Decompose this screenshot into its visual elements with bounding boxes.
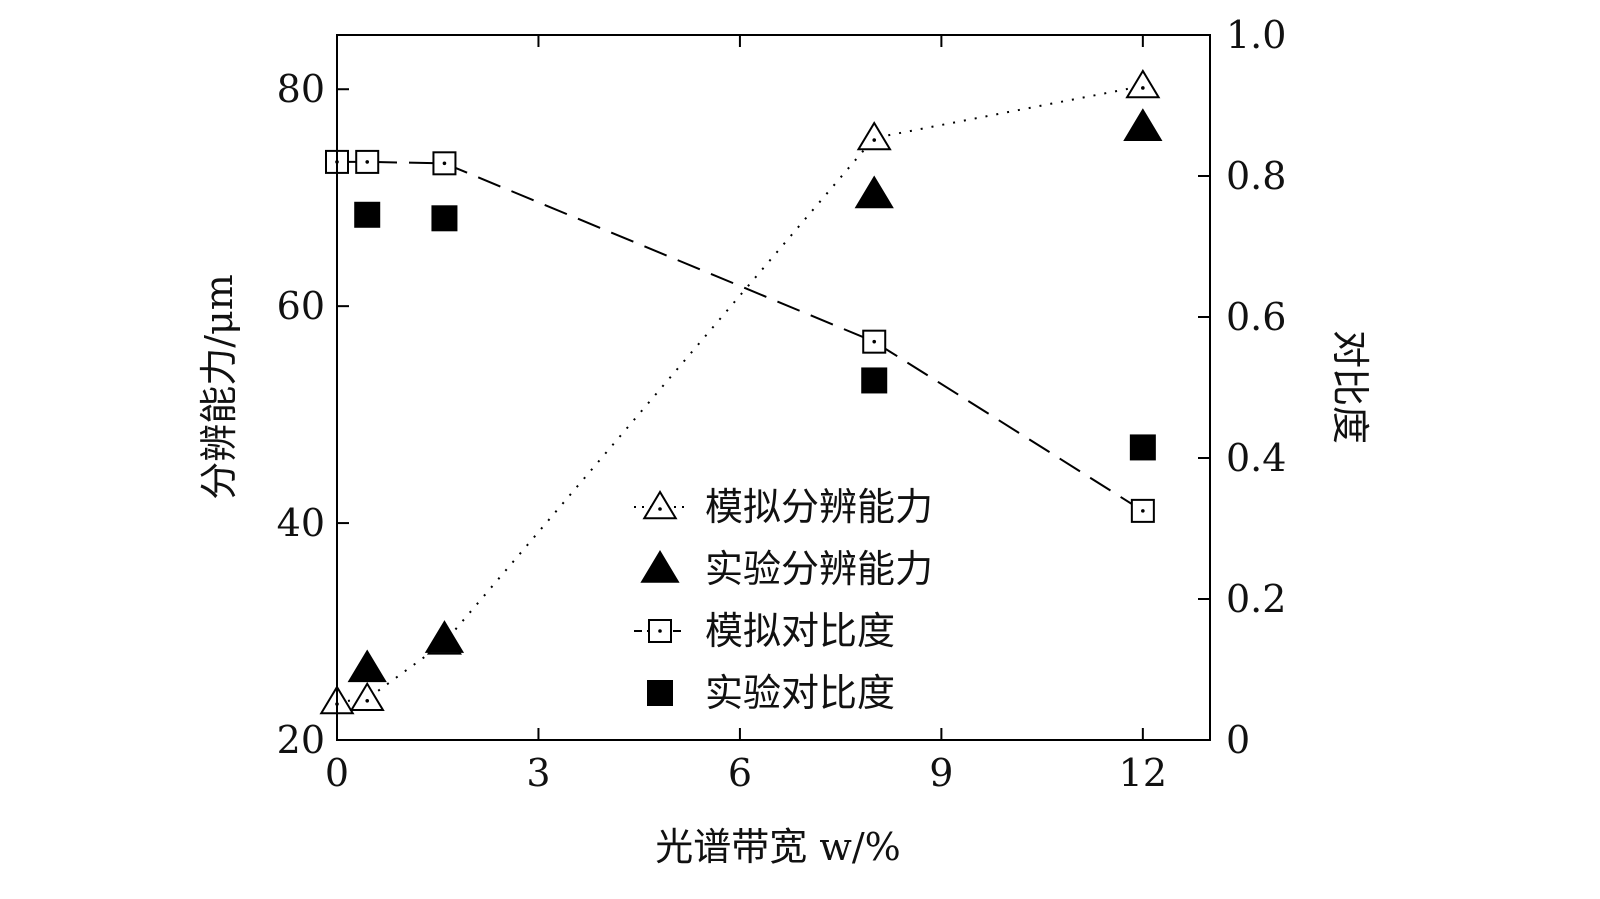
data-point-series-2-shape xyxy=(424,620,465,653)
y-right-tick-label: 0.6 xyxy=(1226,295,1286,339)
x-tick-label: 9 xyxy=(929,751,953,795)
legend-label: 实验分辨能力 xyxy=(705,547,933,591)
y-right-tick-label: 0 xyxy=(1226,718,1250,762)
legend-label: 模拟对比度 xyxy=(705,609,895,653)
data-point-series-2 xyxy=(424,620,465,653)
legend-marker-shape xyxy=(642,490,678,520)
data-point-series-3 xyxy=(355,149,380,174)
x-axis: 0 3 6 9 12 xyxy=(325,35,1167,795)
data-point-series-4-shape xyxy=(431,205,458,232)
y-left-tick-label: 80 xyxy=(277,67,325,111)
data-point-series-3-dot xyxy=(365,160,370,164)
legend-item: 模拟分辨能力 xyxy=(634,485,933,529)
legend-label: 模拟分辨能力 xyxy=(705,485,933,529)
legend-item: 实验对比度 xyxy=(647,671,895,715)
legend-marker-dot xyxy=(658,507,662,511)
data-point-series-1-dot xyxy=(872,138,877,142)
data-point-series-1-dot xyxy=(1141,86,1145,90)
x-tick-label: 3 xyxy=(526,751,550,795)
legend-item: 模拟对比度 xyxy=(634,609,895,653)
data-point-series-2 xyxy=(347,649,387,683)
data-point-series-3-dot xyxy=(442,161,447,166)
legend-marker xyxy=(648,619,672,643)
x-tick-label: 12 xyxy=(1119,751,1167,795)
legend-label: 实验对比度 xyxy=(705,671,895,715)
data-point-series-4-shape xyxy=(354,201,381,228)
legend-marker-dot xyxy=(658,629,662,633)
legend-marker-shape xyxy=(640,550,680,583)
data-point-series-3 xyxy=(1130,498,1155,523)
legend-marker-shape xyxy=(647,680,673,706)
data-point-series-1 xyxy=(1125,69,1161,99)
data-point-series-1-dot xyxy=(365,698,370,703)
y-axis-left: 20 40 60 80 xyxy=(277,67,349,762)
y-right-tick-label: 0.4 xyxy=(1226,436,1286,480)
data-point-series-3 xyxy=(432,151,457,176)
legend-item: 实验分辨能力 xyxy=(640,547,933,591)
y-left-tick-label: 40 xyxy=(277,501,325,545)
y-left-tick-label: 20 xyxy=(277,718,325,762)
data-point-series-2 xyxy=(854,175,894,209)
data-point-series-3-dot xyxy=(1141,509,1145,513)
data-point-series-4 xyxy=(431,205,458,232)
data-point-series-1-shape xyxy=(349,681,385,712)
data-point-series-4 xyxy=(354,201,381,228)
data-point-series-2-shape xyxy=(854,175,894,209)
data-point-series-4 xyxy=(1129,434,1156,461)
data-point-series-3 xyxy=(862,329,887,354)
legend-marker xyxy=(642,490,678,520)
legend-marker xyxy=(640,550,680,583)
data-point-series-2 xyxy=(1123,108,1163,141)
data-point-series-2-shape xyxy=(1123,108,1163,141)
series-line-3 xyxy=(337,160,1144,512)
data-point-series-4-shape xyxy=(1129,434,1156,461)
data-point-series-1 xyxy=(349,681,385,712)
data-point-series-2-shape xyxy=(347,649,387,683)
data-point-series-4 xyxy=(861,367,888,394)
y-right-tick-label: 1.0 xyxy=(1226,13,1286,57)
x-axis-title: 光谱带宽 w/% xyxy=(655,825,901,869)
data-point-series-1-shape xyxy=(856,121,892,151)
data-point-series-1 xyxy=(856,121,892,151)
y-right-tick-label: 0.2 xyxy=(1226,577,1286,621)
data-point-series-4-shape xyxy=(861,367,888,394)
y-axis-right: 0 0.2 0.4 0.6 0.8 1.0 xyxy=(1198,13,1286,762)
y-left-tick-label: 60 xyxy=(277,284,325,328)
y-axis-left-title: 分辨能力/μm xyxy=(197,274,241,500)
plot-frame xyxy=(336,34,1211,741)
data-point-series-1-shape xyxy=(1125,69,1161,99)
legend-marker xyxy=(647,680,673,706)
x-tick-label: 6 xyxy=(728,751,752,795)
data-point-series-3-dot xyxy=(872,339,877,344)
x-tick-label: 0 xyxy=(325,751,349,795)
series-markers xyxy=(319,69,1163,715)
y-right-tick-label: 0.8 xyxy=(1226,154,1286,198)
y-axis-right-title: 对比度 xyxy=(1328,330,1372,444)
